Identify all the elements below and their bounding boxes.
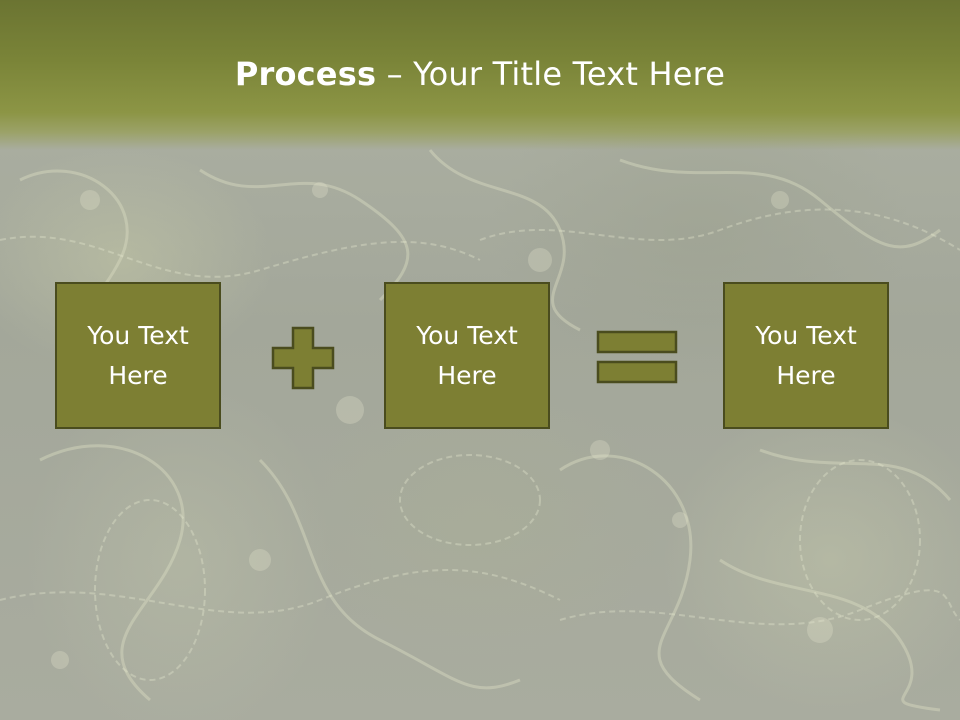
process-box-1-text: You Text Here bbox=[87, 320, 189, 390]
process-box-3-text: You Text Here bbox=[755, 320, 857, 390]
title-band bbox=[0, 0, 960, 150]
title-bold: Process bbox=[234, 55, 377, 93]
process-box-2-text: You Text Here bbox=[416, 320, 518, 390]
process-box-1[interactable]: You Text Here bbox=[55, 282, 221, 429]
slide-title[interactable]: Process – Your Title Text Here bbox=[0, 52, 960, 96]
process-box-3[interactable]: You Text Here bbox=[723, 282, 889, 429]
plus-icon bbox=[271, 326, 335, 390]
equals-icon bbox=[596, 330, 678, 384]
title-rest: – Your Title Text Here bbox=[376, 55, 726, 93]
process-box-2[interactable]: You Text Here bbox=[384, 282, 550, 429]
